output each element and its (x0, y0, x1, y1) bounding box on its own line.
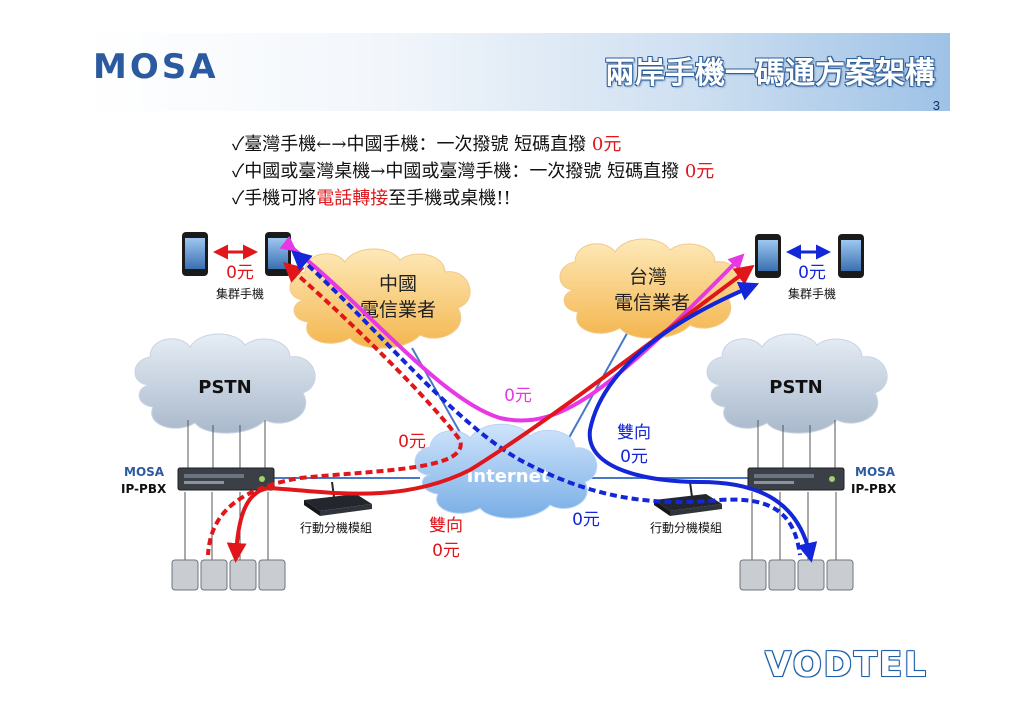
blue-two-way-label: 雙向 (617, 423, 651, 443)
blue-two-way-cost: 0元 (620, 447, 648, 467)
cloud-taiwan-label: 台灣 (629, 266, 667, 288)
right-phones-caption: 集群手機 (788, 286, 836, 301)
red-call-path (226, 264, 755, 563)
mobile-phone (755, 234, 781, 278)
bullet-item: ✓手機可將電話轉接至手機或桌機!! (232, 184, 714, 211)
mobile-phone (265, 232, 291, 276)
header-band (85, 33, 950, 111)
blue-call-path (587, 281, 818, 563)
ippbx-right-label: IP-PBX (851, 482, 897, 496)
magenta-cost-label: 0元 (504, 386, 532, 406)
vodtel-logo: VODTEL (765, 645, 928, 685)
ippbx-left-brand: MOSA (124, 465, 165, 479)
red-two-way-cost: 0元 (432, 541, 460, 561)
bullet-text: ✓手機可將 (232, 188, 317, 209)
blue-dotted-cost-label: 0元 (572, 510, 600, 530)
desk-phones-right (739, 559, 854, 591)
bullet-text: ✓臺灣手機←→中國手機：一次撥號 短碼直撥 (232, 134, 592, 155)
bullet-highlight: 電話轉接 (316, 188, 389, 209)
bullet-text: ✓中國或臺灣桌機→中國或臺灣手機：一次撥號 短碼直撥 (232, 161, 685, 182)
gateway-left (304, 481, 372, 516)
slide-title: 兩岸手機一碼通方案架構 (605, 56, 935, 91)
gateway-right-caption: 行動分機模組 (650, 520, 722, 535)
bullet-list: ✓臺灣手機←→中國手機：一次撥號 短碼直撥 0元 ✓中國或臺灣桌機→中國或臺灣手… (232, 130, 714, 211)
cloud-taiwan-label: 電信業者 (614, 292, 690, 314)
cloud-taiwan (559, 238, 741, 339)
red-dotted-cost-label: 0元 (398, 432, 426, 452)
ippbx-left-label: IP-PBX (121, 482, 167, 496)
bullet-item: ✓臺灣手機←→中國手機：一次撥號 短碼直撥 0元 (232, 130, 714, 157)
bullet-text: 至手機或桌機!! (388, 188, 511, 209)
pstn-left-label: PSTN (198, 377, 252, 398)
bullet-highlight: 0元 (684, 161, 715, 182)
bullet-highlight: 0元 (591, 134, 622, 155)
bullet-item: ✓中國或臺灣桌機→中國或臺灣手機：一次撥號 短碼直撥 0元 (232, 157, 714, 184)
mobile-phone (182, 232, 208, 276)
page-number: 3 (932, 98, 940, 113)
mosa-logo: MOSA (93, 47, 219, 87)
left-phones-cost: 0元 (226, 263, 254, 283)
right-phones-cost: 0元 (798, 263, 826, 283)
gateway-left-caption: 行動分機模組 (300, 520, 372, 535)
left-phones-caption: 集群手機 (216, 286, 264, 301)
ippbx-right (747, 467, 845, 491)
internet-label: Internet (467, 466, 550, 487)
ippbx-right-brand: MOSA (855, 465, 896, 479)
red-two-way-label: 雙向 (429, 516, 463, 536)
cloud-china-label: 中國 (379, 273, 417, 295)
left-extension-lines (184, 492, 269, 560)
desk-phones-left (171, 559, 286, 591)
mosa-logo-text: MOSA (93, 47, 219, 87)
pstn-right-label: PSTN (769, 377, 823, 398)
mobile-phone (838, 234, 864, 278)
